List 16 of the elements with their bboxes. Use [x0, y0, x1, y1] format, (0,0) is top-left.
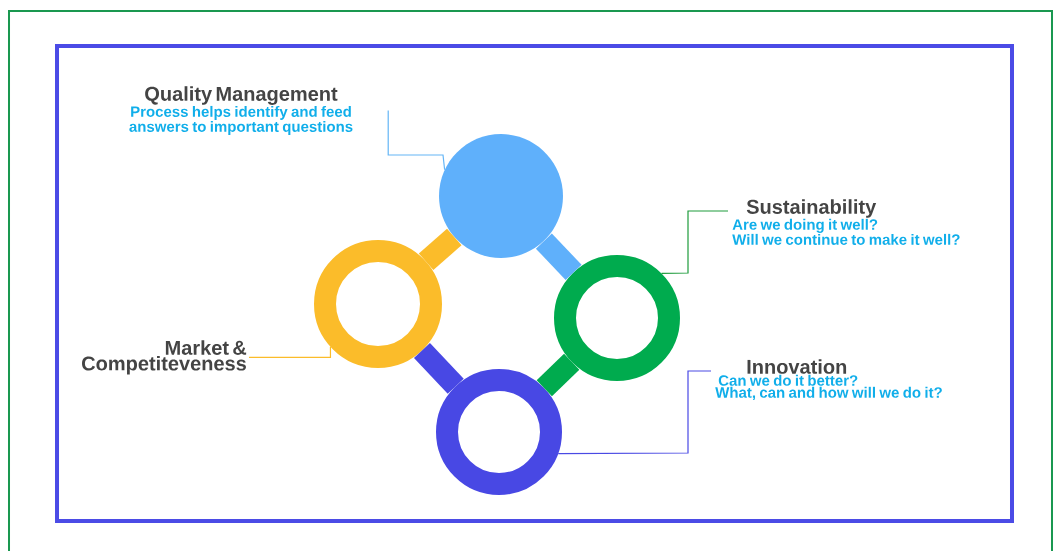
filled-circle: [439, 134, 563, 258]
connector-bar: [536, 353, 580, 397]
leader-line: [387, 109, 446, 171]
ring: [314, 240, 442, 368]
ring: [436, 369, 562, 495]
connector-bar: [413, 342, 464, 394]
callout-text: Innovation Can we do it better? What, can and how will we do it?: [715, 359, 942, 400]
callout-text: Sustainability Are we doing it well? Will we continue to make it well?: [732, 199, 960, 245]
connector-bar: [535, 233, 582, 280]
callout-text: Market & Competiteveness: [82, 340, 247, 375]
callout-text: Quality Management Process helps identify and feed answers to important questions: [129, 86, 353, 135]
leader-line: [557, 370, 712, 455]
ring: [554, 255, 680, 381]
connector-bar: [418, 228, 462, 271]
leader-line: [248, 346, 332, 358]
leader-line: [660, 210, 729, 275]
